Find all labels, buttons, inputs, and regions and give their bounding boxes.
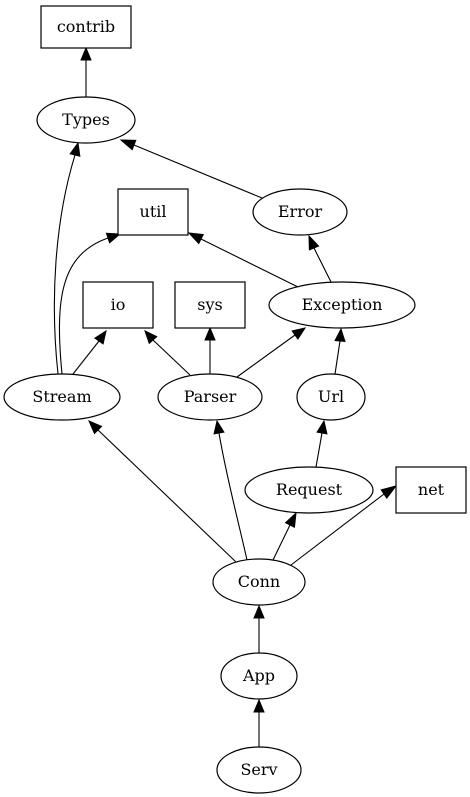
arrowhead-icon: [80, 46, 92, 61]
edge-exception-to-error: [308, 234, 332, 283]
arrowhead-icon: [334, 327, 346, 342]
edge-line: [200, 238, 299, 288]
edge-conn-to-parser: [213, 419, 248, 561]
node-contrib: contrib: [40, 5, 132, 49]
edge-exception-to-util: [187, 232, 299, 288]
node-net: net: [395, 466, 467, 514]
edge-url-to-exception: [334, 327, 346, 375]
edge-line: [218, 432, 248, 561]
edge-error-to-types: [119, 139, 263, 199]
edge-stream-to-util: [58, 232, 122, 375]
arrowhead-icon: [253, 698, 265, 713]
node-error: Error: [252, 188, 348, 236]
edge-parser-to-exception: [236, 327, 307, 378]
node-ellipse: [157, 373, 263, 421]
edge-line: [290, 493, 385, 566]
edge-app-to-conn: [253, 604, 265, 653]
node-ellipse: [268, 281, 416, 329]
node-ellipse: [220, 652, 298, 700]
node-label: Stream: [32, 387, 91, 406]
arrowhead-icon: [253, 604, 265, 619]
node-box: [82, 281, 154, 329]
node-ellipse: [244, 466, 374, 514]
edge-line: [152, 339, 191, 376]
node-conn: Conn: [212, 558, 306, 606]
node-stream: Stream: [3, 373, 121, 421]
node-label: Serv: [240, 760, 277, 779]
edge-types-to-contrib: [80, 46, 92, 97]
node-box: [117, 188, 189, 236]
arrowhead-icon: [308, 234, 320, 251]
node-label: util: [140, 202, 167, 221]
arrowhead-icon: [105, 232, 122, 244]
node-request: Request: [244, 466, 374, 514]
edge-line: [53, 154, 76, 375]
node-url: Url: [296, 373, 366, 421]
node-io: io: [82, 281, 154, 329]
edge-request-to-url: [315, 419, 328, 468]
node-ellipse: [212, 558, 306, 606]
edge-line: [313, 247, 332, 283]
node-sys: sys: [174, 281, 246, 329]
node-util: util: [117, 188, 189, 236]
arrowhead-icon: [204, 326, 216, 341]
node-box: [174, 281, 246, 329]
node-label: Request: [276, 480, 343, 499]
arrowhead-icon: [94, 329, 107, 345]
node-label: Types: [62, 110, 110, 129]
edge-line: [315, 432, 323, 468]
edge-stream-to-types: [53, 141, 81, 375]
node-box: [395, 466, 467, 514]
node-label: Url: [318, 387, 344, 406]
node-label: App: [242, 666, 275, 685]
node-app: App: [220, 652, 298, 700]
node-label: net: [418, 480, 445, 499]
node-ellipse: [3, 373, 121, 421]
node-box: [40, 5, 132, 49]
edge-conn-to-stream: [88, 420, 237, 563]
arrowhead-icon: [187, 232, 205, 245]
edge-line: [334, 340, 341, 375]
node-ellipse: [216, 746, 302, 794]
edge-parser-to-sys: [204, 326, 216, 374]
arrowhead-icon: [144, 330, 158, 345]
node-label: Conn: [238, 572, 280, 591]
edge-conn-to-request: [272, 511, 297, 561]
arrowhead-icon: [213, 419, 225, 435]
edge-line: [133, 144, 263, 199]
node-parser: Parser: [157, 373, 263, 421]
node-label: io: [111, 295, 126, 314]
node-ellipse: [252, 188, 348, 236]
node-label: Exception: [302, 295, 383, 314]
node-label: Error: [278, 202, 323, 221]
arrowhead-icon: [316, 419, 328, 435]
arrowhead-icon: [380, 485, 398, 500]
edge-line: [272, 524, 291, 561]
arrowhead-icon: [119, 139, 137, 151]
edge-parser-to-io: [144, 330, 191, 376]
edge-conn-to-net: [290, 485, 398, 566]
edge-line: [58, 237, 109, 375]
edge-line: [97, 429, 237, 563]
edge-serv-to-app: [253, 698, 265, 747]
node-label: Parser: [184, 387, 237, 406]
arrowhead-icon: [284, 511, 297, 529]
arrowhead-icon: [291, 327, 307, 340]
node-ellipse: [36, 96, 136, 144]
edge-stream-to-io: [72, 329, 107, 375]
edge-line: [236, 334, 296, 378]
node-label: sys: [197, 295, 222, 314]
node-label: contrib: [57, 17, 115, 36]
edges-layer: [53, 46, 398, 747]
node-ellipse: [296, 373, 366, 421]
edge-line: [72, 340, 100, 375]
node-types: Types: [36, 96, 136, 144]
node-serv: Serv: [216, 746, 302, 794]
node-exception: Exception: [268, 281, 416, 329]
arrowhead-icon: [88, 420, 103, 435]
arrowhead-icon: [69, 141, 81, 157]
